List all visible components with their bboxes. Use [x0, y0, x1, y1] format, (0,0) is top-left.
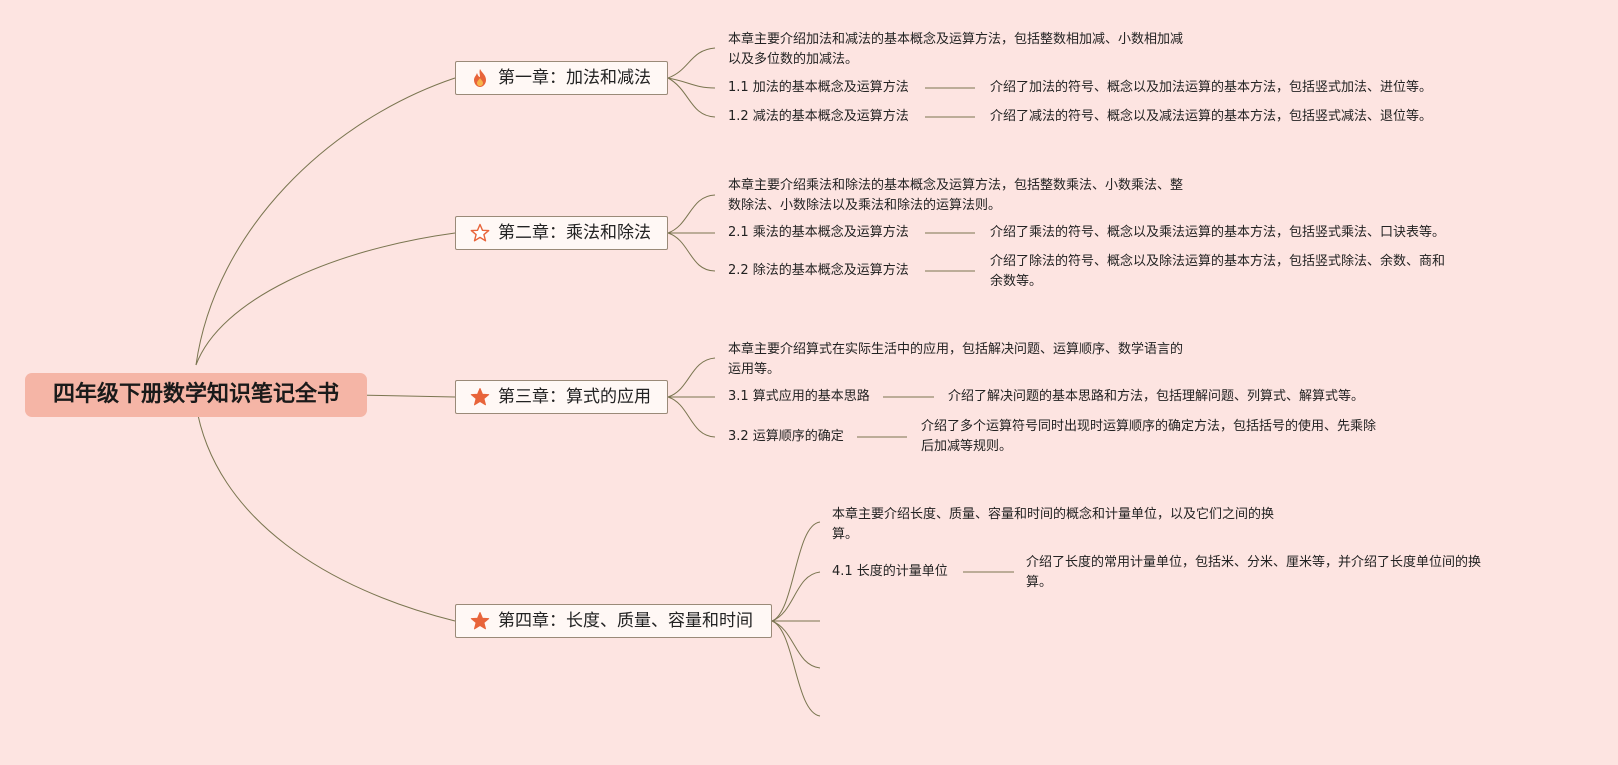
fire-icon [470, 68, 490, 88]
chapter-4-summary-line-1: 本章主要介绍长度、质量、容量和时间的概念和计量单位，以及它们之间的换 [832, 507, 1275, 522]
section-3-2-title[interactable]: 3.2 运算顺序的确定 [728, 429, 844, 444]
chapter-4-title: 第四章：长度、质量、容量和时间 [498, 611, 753, 631]
section-3-2-desc: 介绍了多个运算符号同时出现时运算顺序的确定方法，包括括号的使用、先乘除 后加减等… [921, 417, 1376, 457]
section-2-1-desc: 介绍了乘法的符号、概念以及乘法运算的基本方法，包括竖式乘法、口诀表等。 [990, 225, 1446, 240]
section-4-1-desc-line-1: 介绍了长度的常用计量单位，包括米、分米、厘米等，并介绍了长度单位间的换 [1026, 555, 1482, 570]
chapter-4-summary: 本章主要介绍长度、质量、容量和时间的概念和计量单位，以及它们之间的换 算。 [832, 505, 1274, 545]
section-2-2-desc: 介绍了除法的符号、概念以及除法运算的基本方法，包括竖式除法、余数、商和 余数等。 [990, 252, 1445, 292]
root-topic[interactable]: 四年级下册数学知识笔记全书 [25, 373, 367, 417]
section-1-2-desc: 介绍了减法的符号、概念以及减法运算的基本方法，包括竖式减法、退位等。 [990, 109, 1433, 124]
chapter-1-node[interactable]: 第一章：加法和减法 [455, 61, 668, 95]
chapter-2-summary-line-1: 本章主要介绍乘法和除法的基本概念及运算方法，包括整数乘法、小数乘法、整 [728, 178, 1184, 193]
section-4-1-desc-line-2: 算。 [1026, 575, 1053, 590]
section-4-1-title[interactable]: 4.1 长度的计量单位 [832, 564, 948, 579]
chapter-2-node[interactable]: 第二章：乘法和除法 [455, 216, 668, 250]
section-1-1-title[interactable]: 1.1 加法的基本概念及运算方法 [728, 80, 909, 95]
chapter-2-title: 第二章：乘法和除法 [498, 223, 651, 243]
chapter-1-summary: 本章主要介绍加法和减法的基本概念及运算方法，包括整数相加减、小数相加减 以及多位… [728, 30, 1183, 70]
section-2-2-title[interactable]: 2.2 除法的基本概念及运算方法 [728, 263, 909, 278]
section-2-2-desc-line-1: 介绍了除法的符号、概念以及除法运算的基本方法，包括竖式除法、余数、商和 [990, 254, 1446, 269]
chapter-2-summary-line-2: 数除法、小数除法以及乘法和除法的运算法则。 [728, 198, 1002, 213]
chapter-3-summary: 本章主要介绍算式在实际生活中的应用，包括解决问题、运算顺序、数学语言的 运用等。 [728, 340, 1183, 380]
chapter-3-node[interactable]: 第三章：算式的应用 [455, 380, 668, 414]
section-3-1-desc: 介绍了解决问题的基本思路和方法，包括理解问题、列算式、解算式等。 [948, 389, 1365, 404]
star-outline-icon [470, 223, 490, 243]
chapter-2-summary: 本章主要介绍乘法和除法的基本概念及运算方法，包括整数乘法、小数乘法、整 数除法、… [728, 176, 1183, 216]
star-filled-icon [470, 387, 490, 407]
section-4-1-desc: 介绍了长度的常用计量单位，包括米、分米、厘米等，并介绍了长度单位间的换 算。 [1026, 553, 1481, 593]
chapter-1-title: 第一章：加法和减法 [498, 68, 651, 88]
section-3-2-desc-line-1: 介绍了多个运算符号同时出现时运算顺序的确定方法，包括括号的使用、先乘除 [921, 419, 1377, 434]
star-filled-icon [470, 611, 490, 631]
chapter-3-title: 第三章：算式的应用 [498, 387, 651, 407]
chapter-3-summary-line-1: 本章主要介绍算式在实际生活中的应用，包括解决问题、运算顺序、数学语言的 [728, 342, 1184, 357]
chapter-1-summary-line-2: 以及多位数的加减法。 [728, 52, 859, 67]
chapter-3-summary-line-2: 运用等。 [728, 362, 781, 377]
section-1-1-desc: 介绍了加法的符号、概念以及加法运算的基本方法，包括竖式加法、进位等。 [990, 80, 1433, 95]
section-2-1-title[interactable]: 2.1 乘法的基本概念及运算方法 [728, 225, 909, 240]
section-2-2-desc-line-2: 余数等。 [990, 274, 1043, 289]
chapter-1-summary-line-1: 本章主要介绍加法和减法的基本概念及运算方法，包括整数相加减、小数相加减 [728, 32, 1184, 47]
section-1-2-title[interactable]: 1.2 减法的基本概念及运算方法 [728, 109, 909, 124]
chapter-4-summary-line-2: 算。 [832, 527, 859, 542]
chapter-4-node[interactable]: 第四章：长度、质量、容量和时间 [455, 604, 772, 638]
section-3-2-desc-line-2: 后加减等规则。 [921, 439, 1013, 454]
section-3-1-title[interactable]: 3.1 算式应用的基本思路 [728, 389, 870, 404]
